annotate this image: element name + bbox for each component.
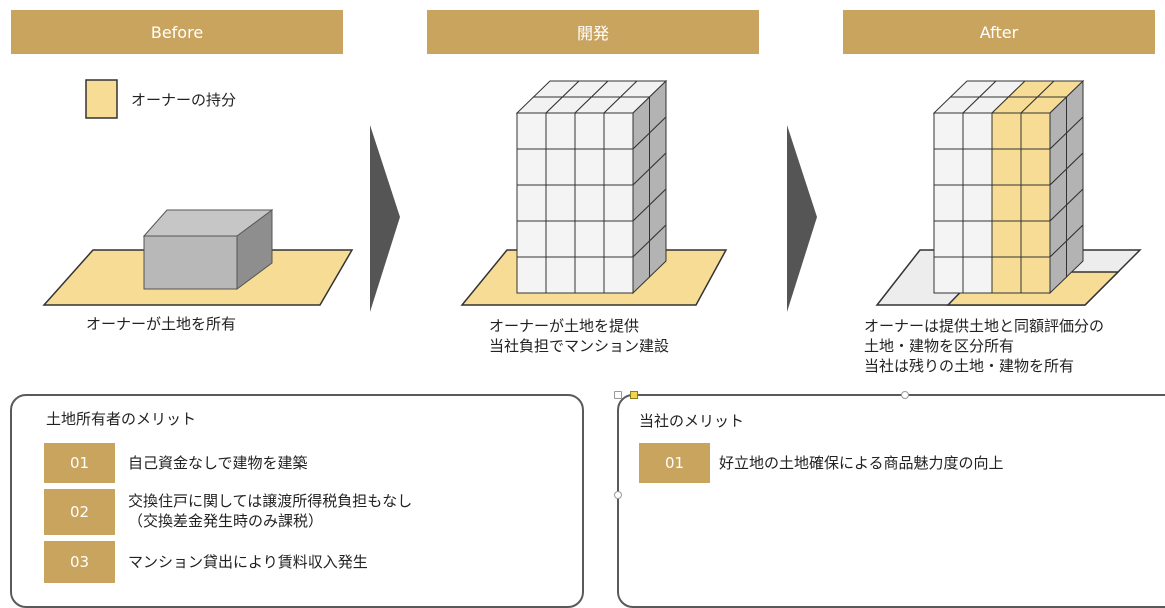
- building-unit: [545, 256, 576, 294]
- building-unit: [603, 184, 634, 222]
- landowner-merit-2-line-2: （交換差金発生時のみ課税）: [128, 512, 324, 530]
- after-building: [932, 79, 1085, 295]
- company-merits-panel: 当社のメリット 01 好立地の土地確保による商品魅力度の向上: [617, 394, 1165, 608]
- landowner-merits-title: 土地所有者のメリット: [46, 410, 197, 428]
- building-unit: [516, 112, 547, 150]
- legend-label: オーナーの持分: [131, 91, 237, 109]
- building-unit: [545, 220, 576, 258]
- stage-header-develop-label: 開発: [576, 24, 609, 43]
- building-unit: [962, 148, 993, 186]
- building-unit: [933, 148, 964, 186]
- stage-header-before: Before: [11, 10, 343, 54]
- building-unit: [1020, 148, 1051, 186]
- building-side-unit: [649, 223, 667, 279]
- building-unit: [991, 112, 1022, 150]
- landowner-merit-2-line-1: 交換住戸に関しては譲渡所得税負担もなし: [128, 492, 413, 510]
- building-unit: [603, 256, 634, 294]
- building-unit: [603, 148, 634, 186]
- building-unit: [545, 184, 576, 222]
- landowner-merit-2-number: 02: [44, 489, 115, 535]
- building-unit: [1020, 112, 1051, 150]
- legend-swatch: [85, 79, 118, 119]
- building-unit: [933, 220, 964, 258]
- after-caption-line-3: 当社は残りの土地・建物を所有: [864, 357, 1075, 375]
- building-unit: [1020, 184, 1051, 222]
- landowner-merit-1-number: 01: [44, 443, 115, 483]
- arrow-develop-to-after: [787, 125, 817, 312]
- selection-handle-top-left[interactable]: [614, 391, 622, 399]
- develop-building: [515, 79, 668, 295]
- before-caption: オーナーが土地を所有: [86, 315, 237, 333]
- selection-handle-left-middle[interactable]: [614, 491, 622, 499]
- building-unit: [516, 256, 547, 294]
- building-unit: [574, 112, 605, 150]
- building-unit: [516, 148, 547, 186]
- after-caption-line-2: 土地・建物を区分所有: [864, 337, 1015, 355]
- stage-header-develop: 開発: [427, 10, 759, 54]
- selection-handle-top-center[interactable]: [901, 391, 909, 399]
- company-merit-1-number: 01: [639, 443, 710, 483]
- stage-header-before-label: Before: [150, 22, 204, 42]
- building-side-unit: [1066, 223, 1084, 279]
- building-unit: [574, 220, 605, 258]
- building-unit: [991, 220, 1022, 258]
- building-unit: [933, 112, 964, 150]
- arrow-before-to-develop: [370, 125, 400, 312]
- selection-handle-yellow[interactable]: [630, 391, 638, 399]
- building-unit: [962, 256, 993, 294]
- landowner-merit-3-number: 03: [44, 541, 115, 583]
- after-caption-line-1: オーナーは提供土地と同額評価分の: [864, 317, 1105, 335]
- stage-header-after: After: [843, 10, 1155, 54]
- building-unit: [603, 220, 634, 258]
- building-unit: [933, 256, 964, 294]
- building-unit: [574, 256, 605, 294]
- building-unit: [545, 112, 576, 150]
- building-unit: [1020, 220, 1051, 258]
- landowner-merits-panel: 土地所有者のメリット 01 自己資金なしで建物を建築 02 交換住戸に関しては譲…: [10, 394, 584, 608]
- building-unit: [933, 184, 964, 222]
- building-unit: [574, 184, 605, 222]
- building-unit: [1020, 256, 1051, 294]
- building-unit: [516, 184, 547, 222]
- building-unit: [991, 148, 1022, 186]
- develop-caption-line-1: オーナーが土地を提供: [489, 317, 640, 335]
- before-building-front: [143, 235, 238, 290]
- building-unit: [962, 112, 993, 150]
- building-unit: [603, 112, 634, 150]
- building-unit: [516, 220, 547, 258]
- landowner-merit-1-text: 自己資金なしで建物を建築: [128, 454, 308, 472]
- company-merit-1-text: 好立地の土地確保による商品魅力度の向上: [719, 454, 1004, 472]
- building-unit: [962, 220, 993, 258]
- development-diagram: [42, 79, 1142, 312]
- company-merits-title: 当社のメリット: [639, 412, 745, 430]
- building-unit: [991, 256, 1022, 294]
- building-unit: [545, 148, 576, 186]
- develop-caption-line-2: 当社負担でマンション建設: [489, 337, 670, 355]
- building-unit: [991, 184, 1022, 222]
- building-unit: [574, 148, 605, 186]
- stage-header-after-label: After: [979, 22, 1019, 42]
- landowner-merit-3-text: マンション貸出により賃料収入発生: [128, 553, 368, 571]
- building-unit: [962, 184, 993, 222]
